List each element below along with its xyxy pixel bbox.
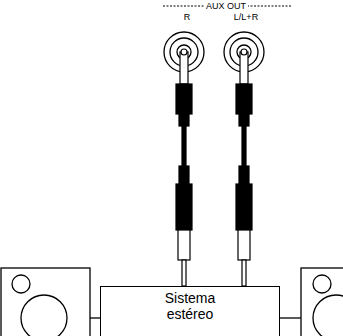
jack-sockets: [164, 32, 264, 72]
device-box: Sistema estéreo: [100, 286, 280, 336]
device-label: Sistema estéreo: [148, 287, 232, 322]
port-heading: AUX OUT: [204, 1, 248, 11]
channel-label: R: [182, 12, 193, 22]
channel-label: L/L+R: [232, 12, 260, 22]
cables: [176, 49, 252, 286]
speakers: [1, 268, 343, 336]
